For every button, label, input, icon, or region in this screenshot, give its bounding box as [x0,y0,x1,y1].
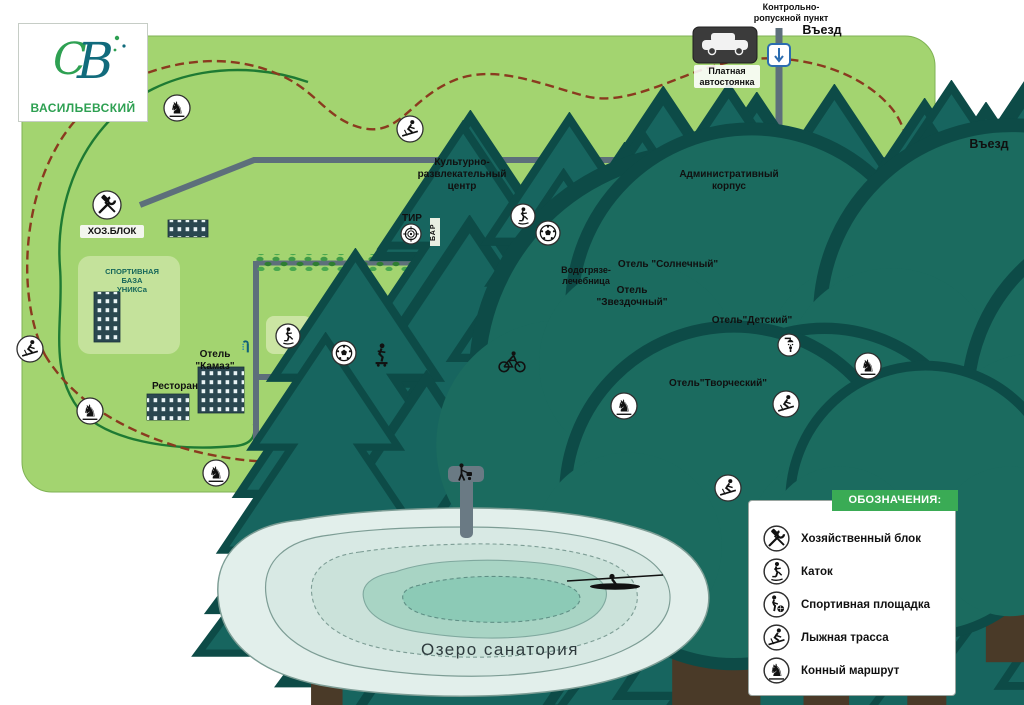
ice-rink-icon [763,558,790,585]
checkpoint-label: Контрольно- ропускной пункт [753,2,829,23]
legend-item: Хозяйственный блок [763,525,955,552]
ice-rink-icon [510,203,536,229]
map-markers [16,94,882,502]
sport-base-label: СПОРТИВНАЯ БАЗА УНИКСа [105,267,159,294]
sports-ground-icon [763,591,790,618]
legend-item: Спортивная площадка [763,591,955,618]
ski-track-icon [714,474,742,502]
legend-item-label: Каток [801,565,833,578]
logo-monogram: С В [53,32,126,90]
shower-icon [777,333,801,357]
hotel-kamaz-building [197,366,245,414]
horse-route-icon [163,94,191,122]
hotel-kids-label: Отель"Детский" [711,315,793,326]
ski-track-icon [763,624,790,651]
entrance-right-label: Въезд [969,137,1009,151]
sports-ground-icon [331,340,357,366]
ski-track-icon [772,390,800,418]
entrance-top-marker [767,43,791,67]
horse-route-icon [854,352,882,380]
entrance-top-label: Въезд [802,23,842,37]
logo-letter-c: С [53,34,87,85]
sports-ground-icon [535,220,561,246]
legend-item: Конный маршрут [763,657,955,684]
parking-label: Платная автостоянка [694,65,760,89]
horse-route-icon [763,657,790,684]
pier [448,466,484,538]
hotel-kamaz-label: Отель "Камаз" [195,349,235,372]
cultural-center-label: Культурно- развлекательный центр [417,157,507,192]
legend-item: Каток [763,558,955,585]
sport-base-building [93,291,121,343]
legend-item-label: Спортивная площадка [801,598,930,611]
utility-block-icon [92,190,122,220]
logo: С В ВАСИЛЬЕВСКИЙ [18,23,148,122]
hozblok-annex-building [167,219,209,238]
logo-letter-v: В [76,32,114,90]
legend-item: Лыжная трасса [763,624,955,651]
hotel-creative-label: Отель"Творческий" [668,378,768,389]
hotel-star-label: Отель "Звездочный" [596,285,668,308]
lake-label: Озеро санатория [420,640,580,659]
legend-item-label: Хозяйственный блок [801,532,921,545]
utility-block-icon [763,525,790,552]
restaurant-building [146,393,190,421]
ski-track-icon [396,115,424,143]
shooting-range-label: ТИР [402,213,422,224]
horse-route-icon [610,392,638,420]
logo-title: ВАСИЛЬЕВСКИЙ [30,101,136,115]
logo-sparkle-icon [114,35,120,41]
logo-sparkle-icon [113,48,117,52]
legend-title: ОБОЗНАЧЕНИЯ: [832,490,958,511]
legend-box: Хозяйственный блок Каток Спортивная площ… [748,500,956,696]
bar-label: БАР [430,218,440,246]
logo-sparkle-icon [122,44,126,48]
lake [217,507,710,697]
mud-clinic-label: Водогрязе- лечебница [561,265,611,286]
hozblok-label: ХОЗ.БЛОК [80,225,144,239]
horse-route-icon [76,397,104,425]
legend-item-label: Конный маршрут [801,664,900,677]
hotel-sunny-label: Отель "Солнечный" [617,259,719,270]
legend-item-label: Лыжная трасса [801,631,889,644]
ice-rink-icon [275,323,301,349]
shooting-range-icon [400,223,422,245]
ski-track-icon [16,335,44,363]
horse-route-icon [202,459,230,487]
paid-parking-sign [692,26,758,64]
admin-label: Административный корпус [679,169,779,192]
ski-trail-path [58,68,309,449]
restaurant-label: Ресторан [152,381,198,392]
